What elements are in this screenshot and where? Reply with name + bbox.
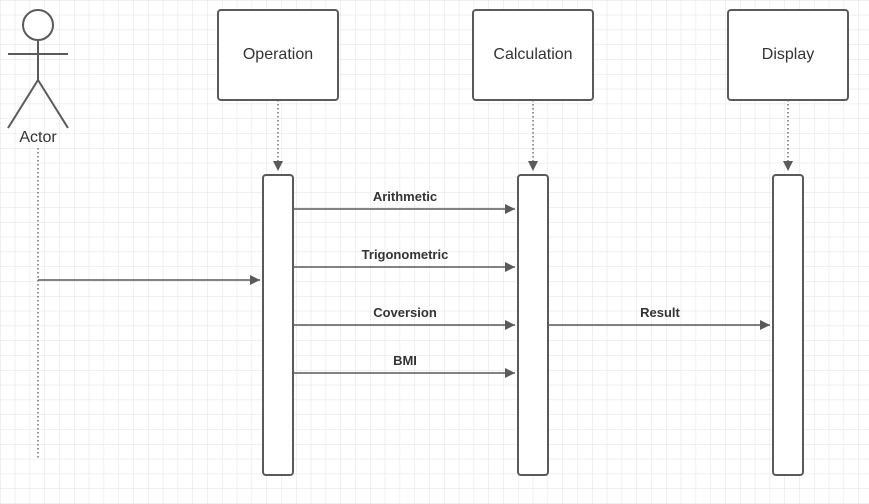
actor-head-icon [22, 9, 54, 41]
participant-display[interactable]: Display [727, 9, 849, 101]
operation-activation-bar[interactable] [262, 174, 294, 476]
actor-right-leg [37, 79, 69, 129]
message-bmi-label: BMI [393, 353, 417, 368]
participant-calculation-label: Calculation [493, 46, 572, 63]
participant-operation[interactable]: Operation [217, 9, 339, 101]
calculation-activation-bar[interactable] [517, 174, 549, 476]
participant-display-label: Display [762, 46, 814, 63]
message-bmi[interactable]: BMI [293, 353, 515, 378]
message-trigonometric-label: Trigonometric [362, 247, 449, 262]
message-arithmetic-label: Arithmetic [373, 189, 437, 204]
participant-calculation[interactable]: Calculation [472, 9, 594, 101]
actor-label: Actor [19, 129, 57, 146]
message-result[interactable]: Result [548, 305, 770, 330]
actor-left-leg [7, 79, 39, 129]
message-coversion[interactable]: Coversion [293, 305, 515, 330]
message-trigonometric[interactable]: Trigonometric [293, 247, 515, 272]
actor[interactable]: Actor [7, 9, 69, 146]
participant-operation-label: Operation [243, 46, 313, 63]
display-activation-bar[interactable] [772, 174, 804, 476]
message-arithmetic[interactable]: Arithmetic [293, 189, 515, 214]
message-result-label: Result [640, 305, 680, 320]
message-coversion-label: Coversion [373, 305, 437, 320]
